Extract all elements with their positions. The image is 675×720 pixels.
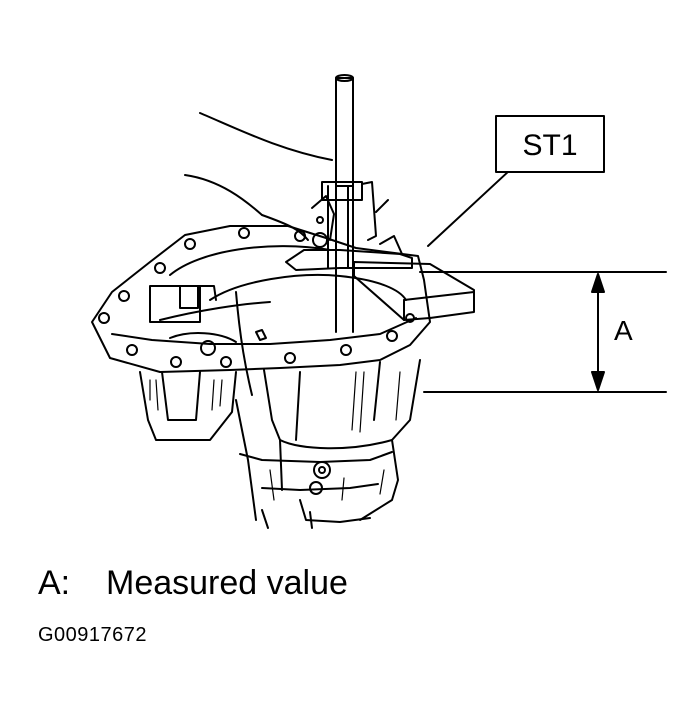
case-bore	[149, 245, 407, 396]
st1-label-box: ST1	[495, 115, 605, 173]
legend-text: Measured value	[106, 564, 348, 602]
dimension-a-label: A	[614, 315, 633, 346]
st1-label-text: ST1	[522, 129, 577, 162]
case-flange	[91, 225, 431, 373]
figure-id: G00917672	[38, 624, 148, 646]
legend-key: A:	[38, 564, 71, 602]
st1-leader-line	[427, 169, 511, 247]
dimension-a: A	[419, 271, 667, 393]
case-body	[139, 359, 421, 529]
hand-outline	[184, 112, 333, 241]
special-tool-st1	[285, 74, 475, 333]
legend: A: Measured value	[38, 563, 348, 603]
